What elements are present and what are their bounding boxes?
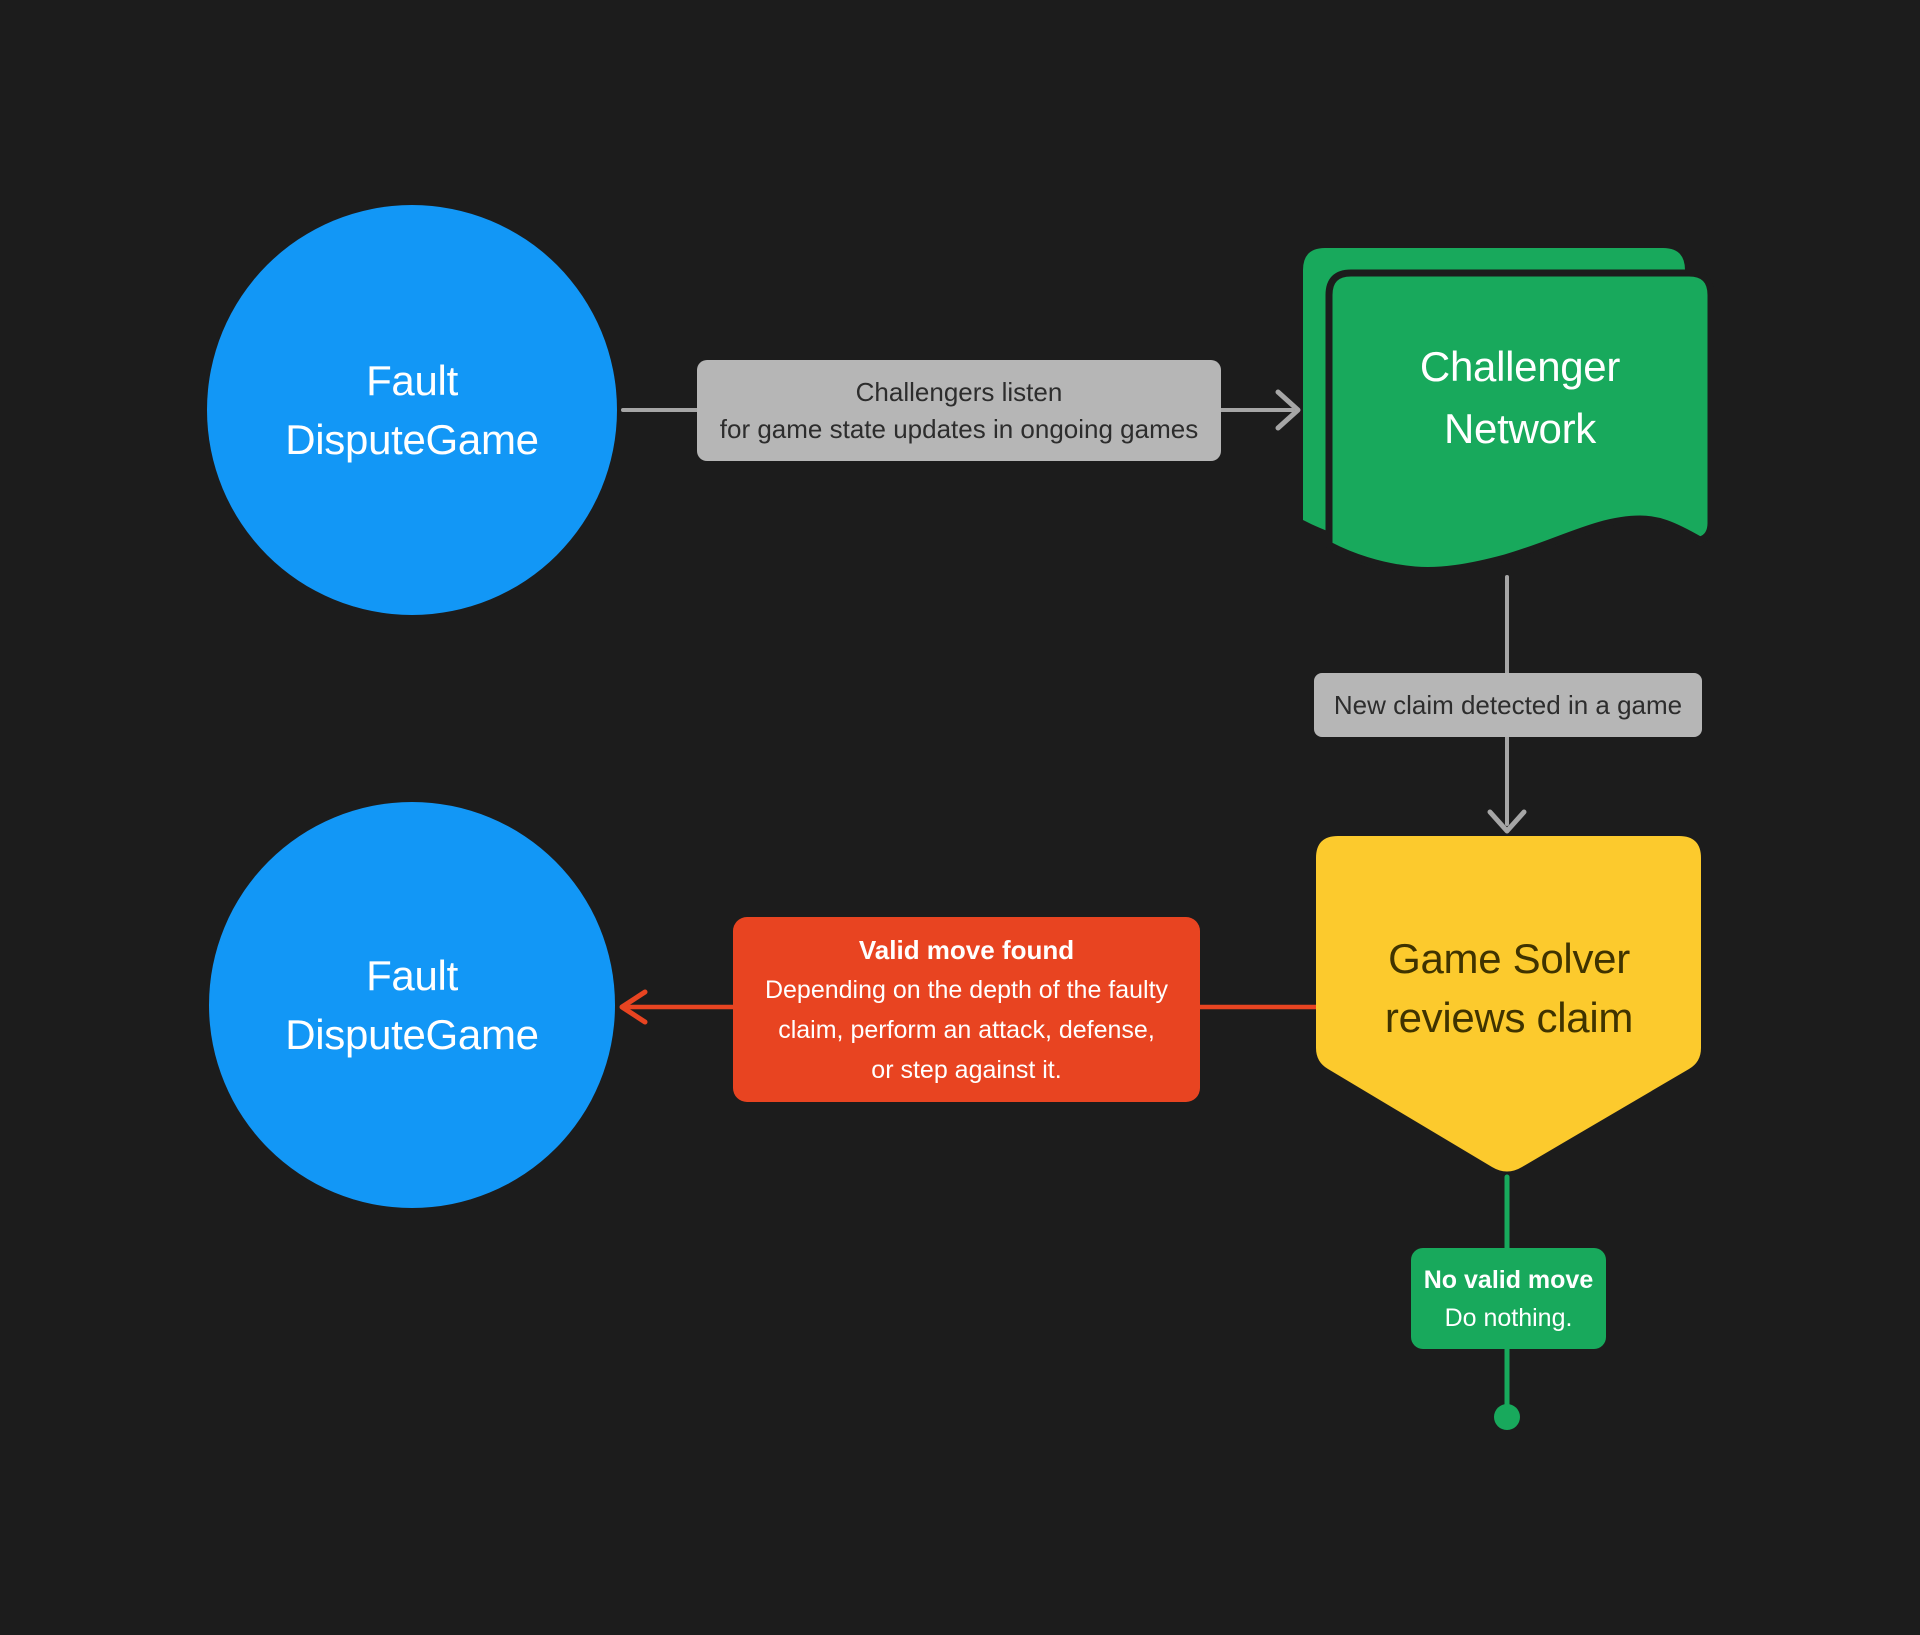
- node-fault-disputegame-top: Fault DisputeGame: [207, 205, 617, 615]
- node-label-line1: Fault: [366, 952, 458, 999]
- node-label-line2: DisputeGame: [285, 1011, 539, 1058]
- callout-body: Do nothing.: [1444, 1303, 1573, 1332]
- label-new-claim-detected: New claim detected in a game: [1314, 673, 1702, 737]
- node-label-line1: Challenger: [1419, 343, 1621, 390]
- node-label-line2: DisputeGame: [285, 416, 539, 463]
- arrow-left-head-icon: [619, 989, 648, 1025]
- game-solver-pentagon: [1316, 836, 1701, 1172]
- arrow-down-head-icon: [1487, 809, 1527, 834]
- callout-body-line2: claim, perform an attack, defense,: [778, 1015, 1155, 1044]
- node-label-line1: Fault: [366, 357, 458, 404]
- callout-body-line1: Depending on the depth of the faulty: [764, 975, 1169, 1004]
- callout-no-valid-move: No valid move Do nothing.: [1411, 1248, 1606, 1349]
- node-fault-disputegame-bottom: Fault DisputeGame: [209, 802, 615, 1208]
- edge-label-line1: Challengers listen: [855, 376, 1063, 407]
- callout-valid-move-found: Valid move found Depending on the depth …: [733, 917, 1200, 1102]
- challenger-network-flag-front: [1325, 269, 1715, 574]
- callout-title: No valid move: [1423, 1265, 1594, 1294]
- edge-label-line1: New claim detected in a game: [1333, 689, 1683, 720]
- edge-label-line2: for game state updates in ongoing games: [719, 413, 1199, 444]
- node-label-line2: Network: [1444, 405, 1596, 452]
- label-challengers-listen: Challengers listen for game state update…: [697, 360, 1221, 461]
- end-dot-icon: [1494, 1404, 1520, 1430]
- node-label-line1: Game Solver: [1388, 935, 1630, 982]
- node-label-line2: reviews claim: [1384, 994, 1634, 1041]
- callout-body-line3: or step against it.: [871, 1055, 1062, 1084]
- node-challenger-network-label: Challenger Network: [1329, 336, 1711, 460]
- arrow-right-head-icon: [1275, 389, 1301, 431]
- callout-title: Valid move found: [858, 934, 1075, 965]
- node-game-solver-label: Game Solver reviews claim: [1316, 929, 1702, 1047]
